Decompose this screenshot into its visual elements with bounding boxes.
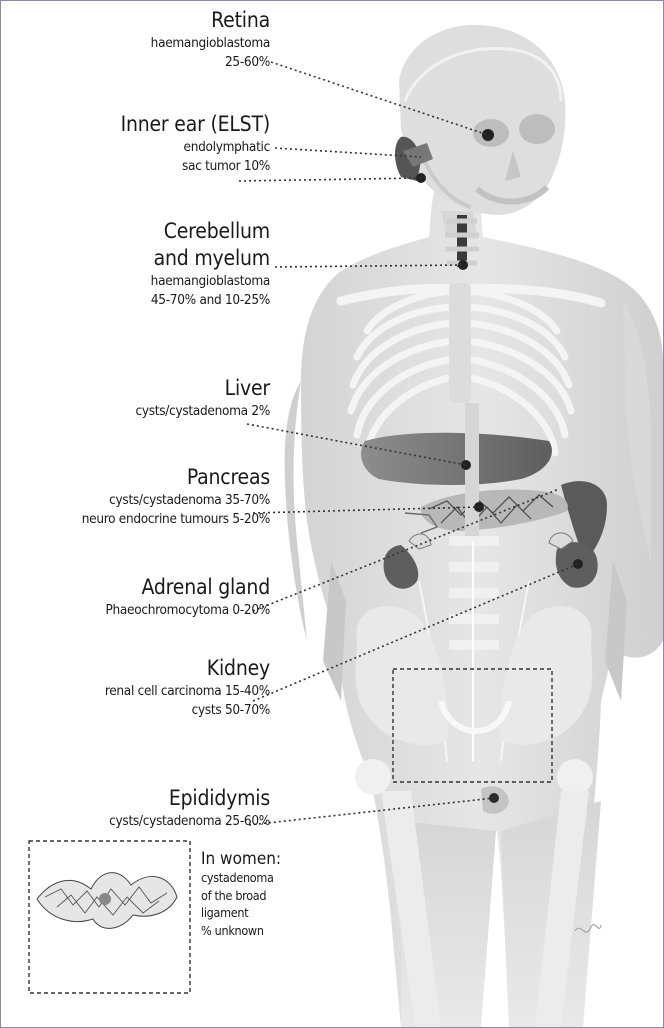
women-note-line-2: of the broad bbox=[201, 887, 281, 905]
retina-label: Retina haemangioblastoma 25-60% bbox=[151, 7, 270, 72]
inner-ear-line-2: sac tumor 10% bbox=[121, 157, 270, 176]
cerebellum-line-1: haemangioblastoma bbox=[151, 272, 270, 291]
retina-title: Retina bbox=[151, 7, 270, 34]
women-note-line-3: ligament bbox=[201, 904, 281, 922]
kidney-line-1: renal cell carcinoma 15-40% bbox=[105, 682, 270, 701]
women-note-line-4: % unknown bbox=[201, 922, 281, 940]
epididymis-line-1: cysts/cystadenoma 25-60% bbox=[109, 812, 270, 831]
epididymis-title: Epididymis bbox=[109, 785, 270, 812]
retina-line-2: 25-60% bbox=[151, 53, 270, 72]
inner-ear-title: Inner ear (ELST) bbox=[121, 111, 270, 138]
epididymis-label: Epididymis cysts/cystadenoma 25-60% bbox=[109, 785, 270, 831]
liver-line-1: cysts/cystadenoma 2% bbox=[136, 402, 270, 421]
inner-ear-label: Inner ear (ELST) endolymphatic sac tumor… bbox=[121, 111, 270, 176]
sternum bbox=[449, 283, 471, 403]
kidney-title: Kidney bbox=[105, 655, 270, 682]
liver-label: Liver cysts/cystadenoma 2% bbox=[136, 375, 270, 421]
adrenal-title: Adrenal gland bbox=[105, 574, 270, 601]
cerebellum-title-1: Cerebellum bbox=[151, 218, 270, 245]
adrenal-label: Adrenal gland Phaeochromocytoma 0-20% bbox=[105, 574, 270, 620]
kidney-label: Kidney renal cell carcinoma 15-40% cysts… bbox=[105, 655, 270, 720]
cerebellum-line-2: 45-70% and 10-25% bbox=[151, 291, 270, 310]
pancreas-line-1: cysts/cystadenoma 35-70% bbox=[82, 491, 270, 510]
women-note-line-1: cystadenoma bbox=[201, 869, 281, 887]
women-note: In women: cystadenoma of the broad ligam… bbox=[201, 849, 281, 939]
liver-title: Liver bbox=[136, 375, 270, 402]
pancreas-title: Pancreas bbox=[82, 464, 270, 491]
adrenal-line-1: Phaeochromocytoma 0-20% bbox=[105, 601, 270, 620]
head bbox=[399, 25, 565, 239]
retina-line-1: haemangioblastoma bbox=[151, 34, 270, 53]
liver bbox=[361, 433, 552, 485]
pancreas-label: Pancreas cysts/cystadenoma 35-70% neuro … bbox=[82, 464, 270, 529]
kidney-line-2: cysts 50-70% bbox=[105, 701, 270, 720]
pancreas-line-2: neuro endocrine tumours 5-20% bbox=[82, 510, 270, 529]
cerebellum-title-2: and myelum bbox=[151, 245, 270, 272]
cerebellum-label: Cerebellum and myelum haemangioblastoma … bbox=[151, 218, 270, 310]
inner-ear-line-1: endolymphatic bbox=[121, 138, 270, 157]
women-note-title: In women: bbox=[201, 849, 281, 869]
